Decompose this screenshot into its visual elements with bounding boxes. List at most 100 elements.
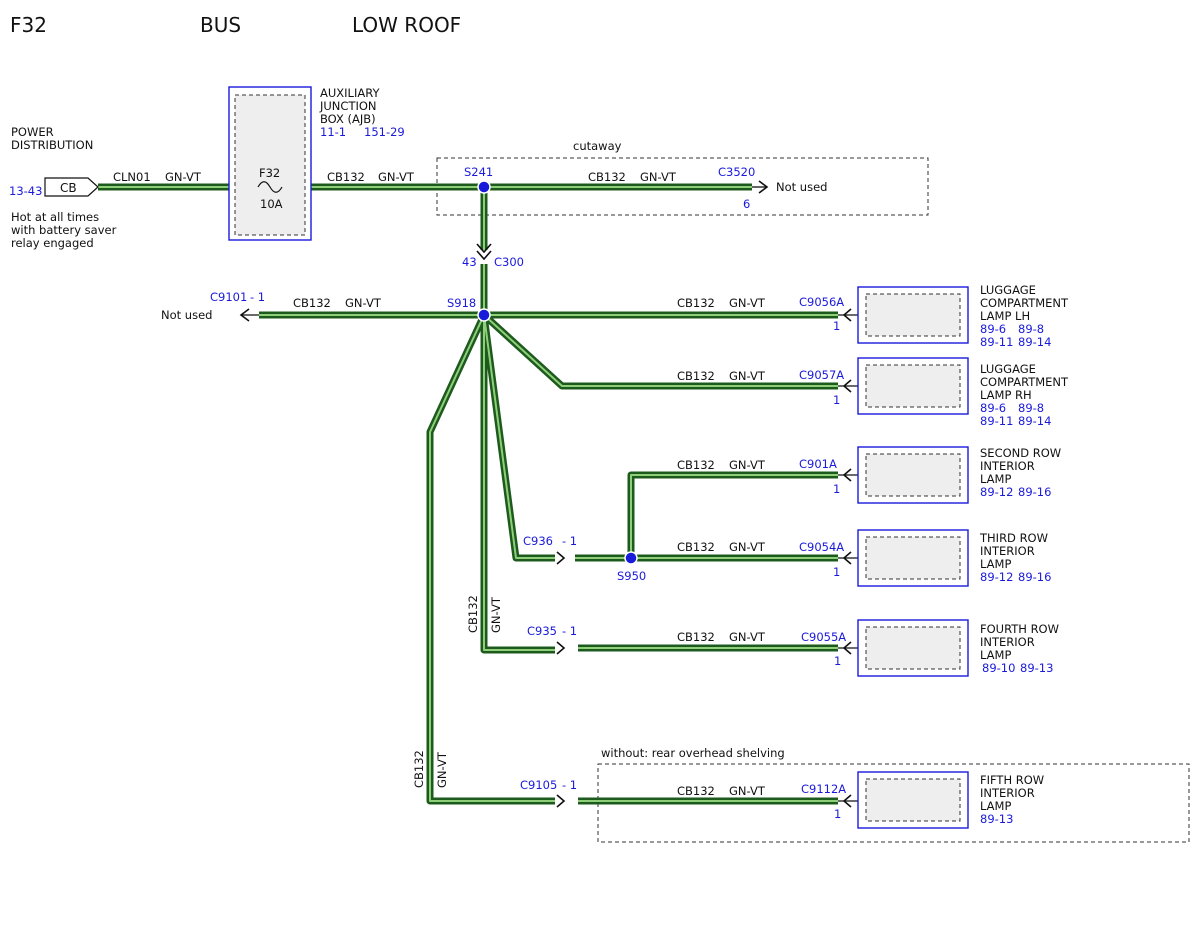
ajb-ref-1: 11-1: [320, 125, 346, 139]
header-vehicle: BUS: [200, 13, 241, 37]
cutaway-color-right: GN-VT: [640, 170, 677, 184]
load-name-2: INTERIOR: [980, 544, 1035, 558]
c9105-chevron: [556, 794, 566, 808]
header-fuse: F32: [10, 13, 47, 37]
c9101-status: Not used: [161, 308, 212, 322]
load-pin: 1: [834, 654, 841, 668]
c936-pin: - 1: [562, 534, 577, 548]
cb-connector: [44, 177, 99, 197]
power-label-2: DISTRIBUTION: [11, 138, 93, 152]
c935-label: C935: [527, 624, 557, 638]
component-boxes: [857, 286, 969, 829]
ajb-name-1: AUXILIARY: [320, 86, 380, 100]
load-name-1: SECOND ROW: [980, 446, 1061, 460]
cutaway-circuit-right: CB132: [588, 170, 626, 184]
load-ref: 89-12: [980, 570, 1013, 584]
c9101-circuit: CB132: [293, 296, 331, 310]
load-connector: C9112A: [801, 782, 846, 796]
load-color: GN-VT: [729, 630, 766, 644]
power-circuit: CLN01: [113, 170, 151, 184]
ajb-name-3: BOX (AJB): [320, 112, 376, 126]
load-ref: 89-16: [1018, 570, 1051, 584]
wire-network: [98, 183, 838, 805]
load-ref: 89-10: [982, 661, 1015, 675]
load-pin: 1: [833, 319, 840, 333]
cb-label: CB: [60, 181, 77, 195]
load-pin: 1: [833, 565, 840, 579]
load-ref: 89-14: [1018, 414, 1051, 428]
c300-pin: 43: [462, 255, 477, 269]
load-circuit: CB132: [677, 296, 715, 310]
load-circuit: CB132: [677, 369, 715, 383]
header-roof: LOW ROOF: [352, 13, 461, 37]
c936-label: C936: [523, 534, 553, 548]
load-ref: 89-6: [980, 401, 1006, 415]
load-color: GN-VT: [729, 784, 766, 798]
load-name-1: LUGGAGE: [980, 283, 1036, 297]
load-ref: 89-13: [980, 812, 1013, 826]
load-ref: 89-14: [1018, 335, 1051, 349]
load-connector: C9057A: [799, 368, 844, 382]
load-color: GN-VT: [729, 296, 766, 310]
c9105-color: GN-VT: [435, 751, 449, 788]
load-name-3: LAMP: [980, 799, 1011, 813]
load-name-1: LUGGAGE: [980, 362, 1036, 376]
load-name-3: LAMP: [980, 472, 1011, 486]
load-name-3: LAMP RH: [980, 388, 1032, 402]
power-note-3: relay engaged: [11, 236, 94, 250]
load-ref: 89-13: [1020, 661, 1053, 675]
load-ref: 89-8: [1018, 401, 1044, 415]
c935-color: GN-VT: [489, 596, 503, 633]
ajb-name-2: JUNCTION: [319, 99, 377, 113]
c9101-arrow: [239, 308, 250, 322]
load-ref: 89-12: [980, 485, 1013, 499]
load-circuit: CB132: [677, 458, 715, 472]
c300-chevron-bottom: [476, 250, 492, 261]
load-name-3: LAMP: [980, 648, 1011, 662]
c9105-pin: - 1: [562, 778, 577, 792]
power-color: GN-VT: [165, 170, 202, 184]
power-label-1: POWER: [11, 125, 54, 139]
fuse-icon: [257, 181, 283, 193]
c300-chevron-top: [476, 243, 492, 254]
load-connector: C9055A: [801, 630, 846, 644]
load-circuit: CB132: [677, 540, 715, 554]
ajb-ref-2: 151-29: [364, 125, 405, 139]
c3520-arrow: [758, 180, 769, 194]
ajb-rating: 10A: [260, 197, 283, 211]
load-name-1: FIFTH ROW: [980, 773, 1044, 787]
load-connector: C9056A: [799, 295, 844, 309]
power-note-2: with battery saver: [11, 223, 117, 237]
c935-circuit: CB132: [466, 595, 480, 633]
c9101-pin: - 1: [250, 290, 265, 304]
load-name-3: LAMP: [980, 557, 1011, 571]
load-ref: 89-8: [1018, 322, 1044, 336]
load-pin: 1: [833, 482, 840, 496]
load-name-2: COMPARTMENT: [980, 296, 1069, 310]
load-ref: 89-11: [980, 414, 1013, 428]
c300-label: C300: [494, 255, 524, 269]
cutaway-circuit-left: CB132: [327, 170, 365, 184]
load-name-2: INTERIOR: [980, 786, 1035, 800]
power-note-1: Hot at all times: [11, 210, 99, 224]
c3520-status: Not used: [776, 180, 827, 194]
load-name-1: THIRD ROW: [979, 531, 1048, 545]
splice-s918: [477, 308, 491, 322]
load-ref: 89-16: [1018, 485, 1051, 499]
load-connector: C9054A: [799, 540, 844, 554]
load-circuit: CB132: [677, 784, 715, 798]
splice-s950: [624, 551, 638, 565]
load-circuit: CB132: [677, 630, 715, 644]
splice-s241: [477, 180, 491, 194]
cutaway-color-left: GN-VT: [378, 170, 415, 184]
ajb-inner: [234, 94, 306, 236]
c935-pin: - 1: [562, 624, 577, 638]
s241-label: S241: [464, 165, 493, 179]
c3520-pin: 6: [743, 197, 750, 211]
load-name-3: LAMP LH: [980, 309, 1030, 323]
load-pin: 1: [833, 393, 840, 407]
c9105-label: C9105: [520, 778, 557, 792]
load-color: GN-VT: [729, 540, 766, 554]
ajb-fuse: F32: [259, 166, 280, 180]
